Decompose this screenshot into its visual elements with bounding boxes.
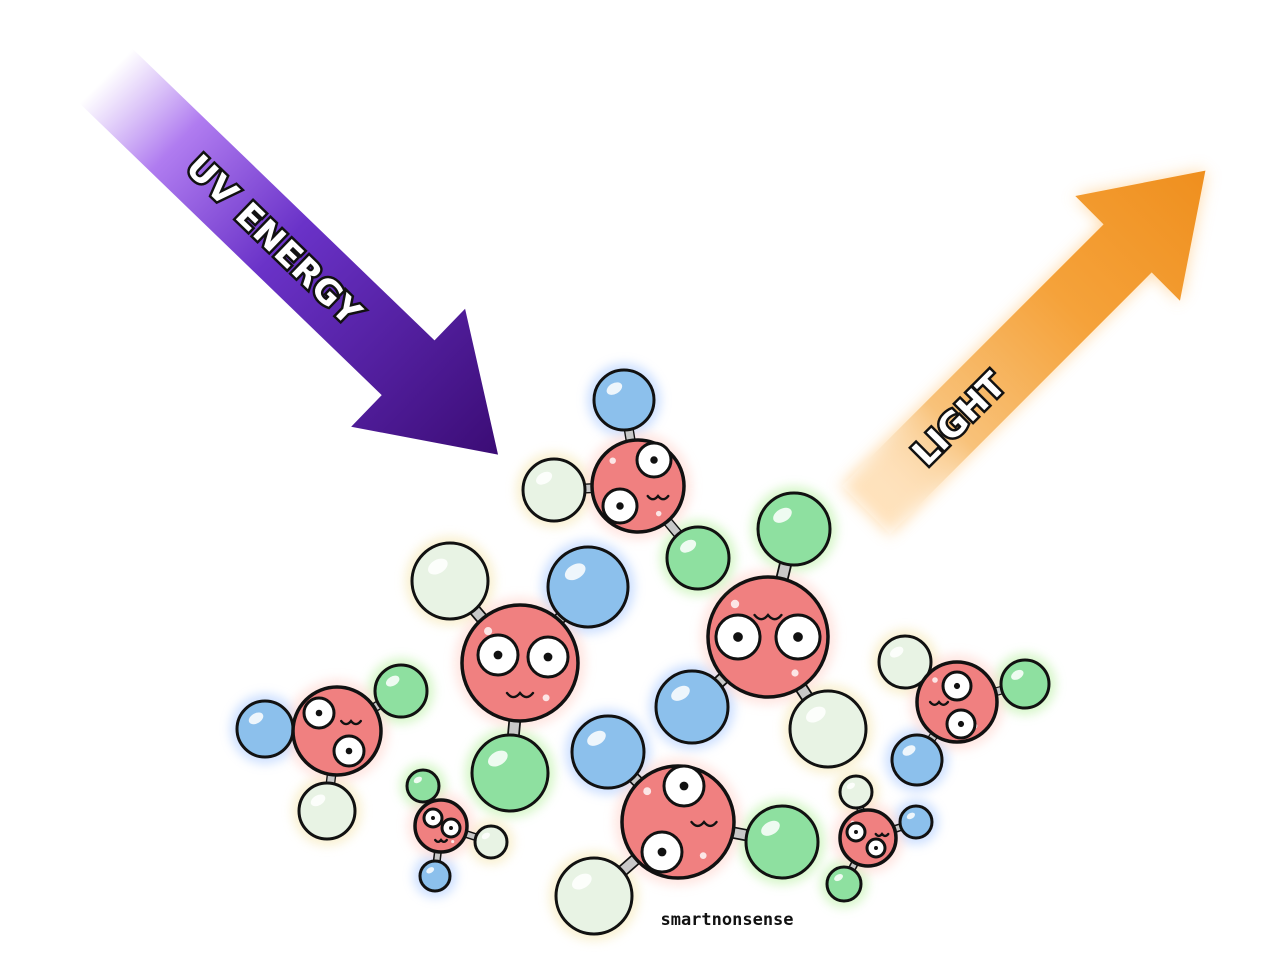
molecule-icon [405, 536, 635, 818]
credit-label: smartnonsense [660, 910, 793, 930]
molecule-icon [230, 658, 434, 846]
molecule-icon [820, 769, 939, 908]
uv-arrow-icon: UV ENERGY [79, 48, 499, 455]
molecule-icon [872, 629, 1056, 792]
light-arrow-icon: LIGHT [841, 170, 1206, 535]
molecule-cluster [230, 363, 1056, 941]
molecule-icon [649, 486, 873, 774]
molecule-icon [549, 709, 825, 941]
uv-label: UV ENERGY [178, 147, 370, 334]
molecule-icon [516, 363, 736, 596]
molecule-icon [400, 763, 514, 898]
